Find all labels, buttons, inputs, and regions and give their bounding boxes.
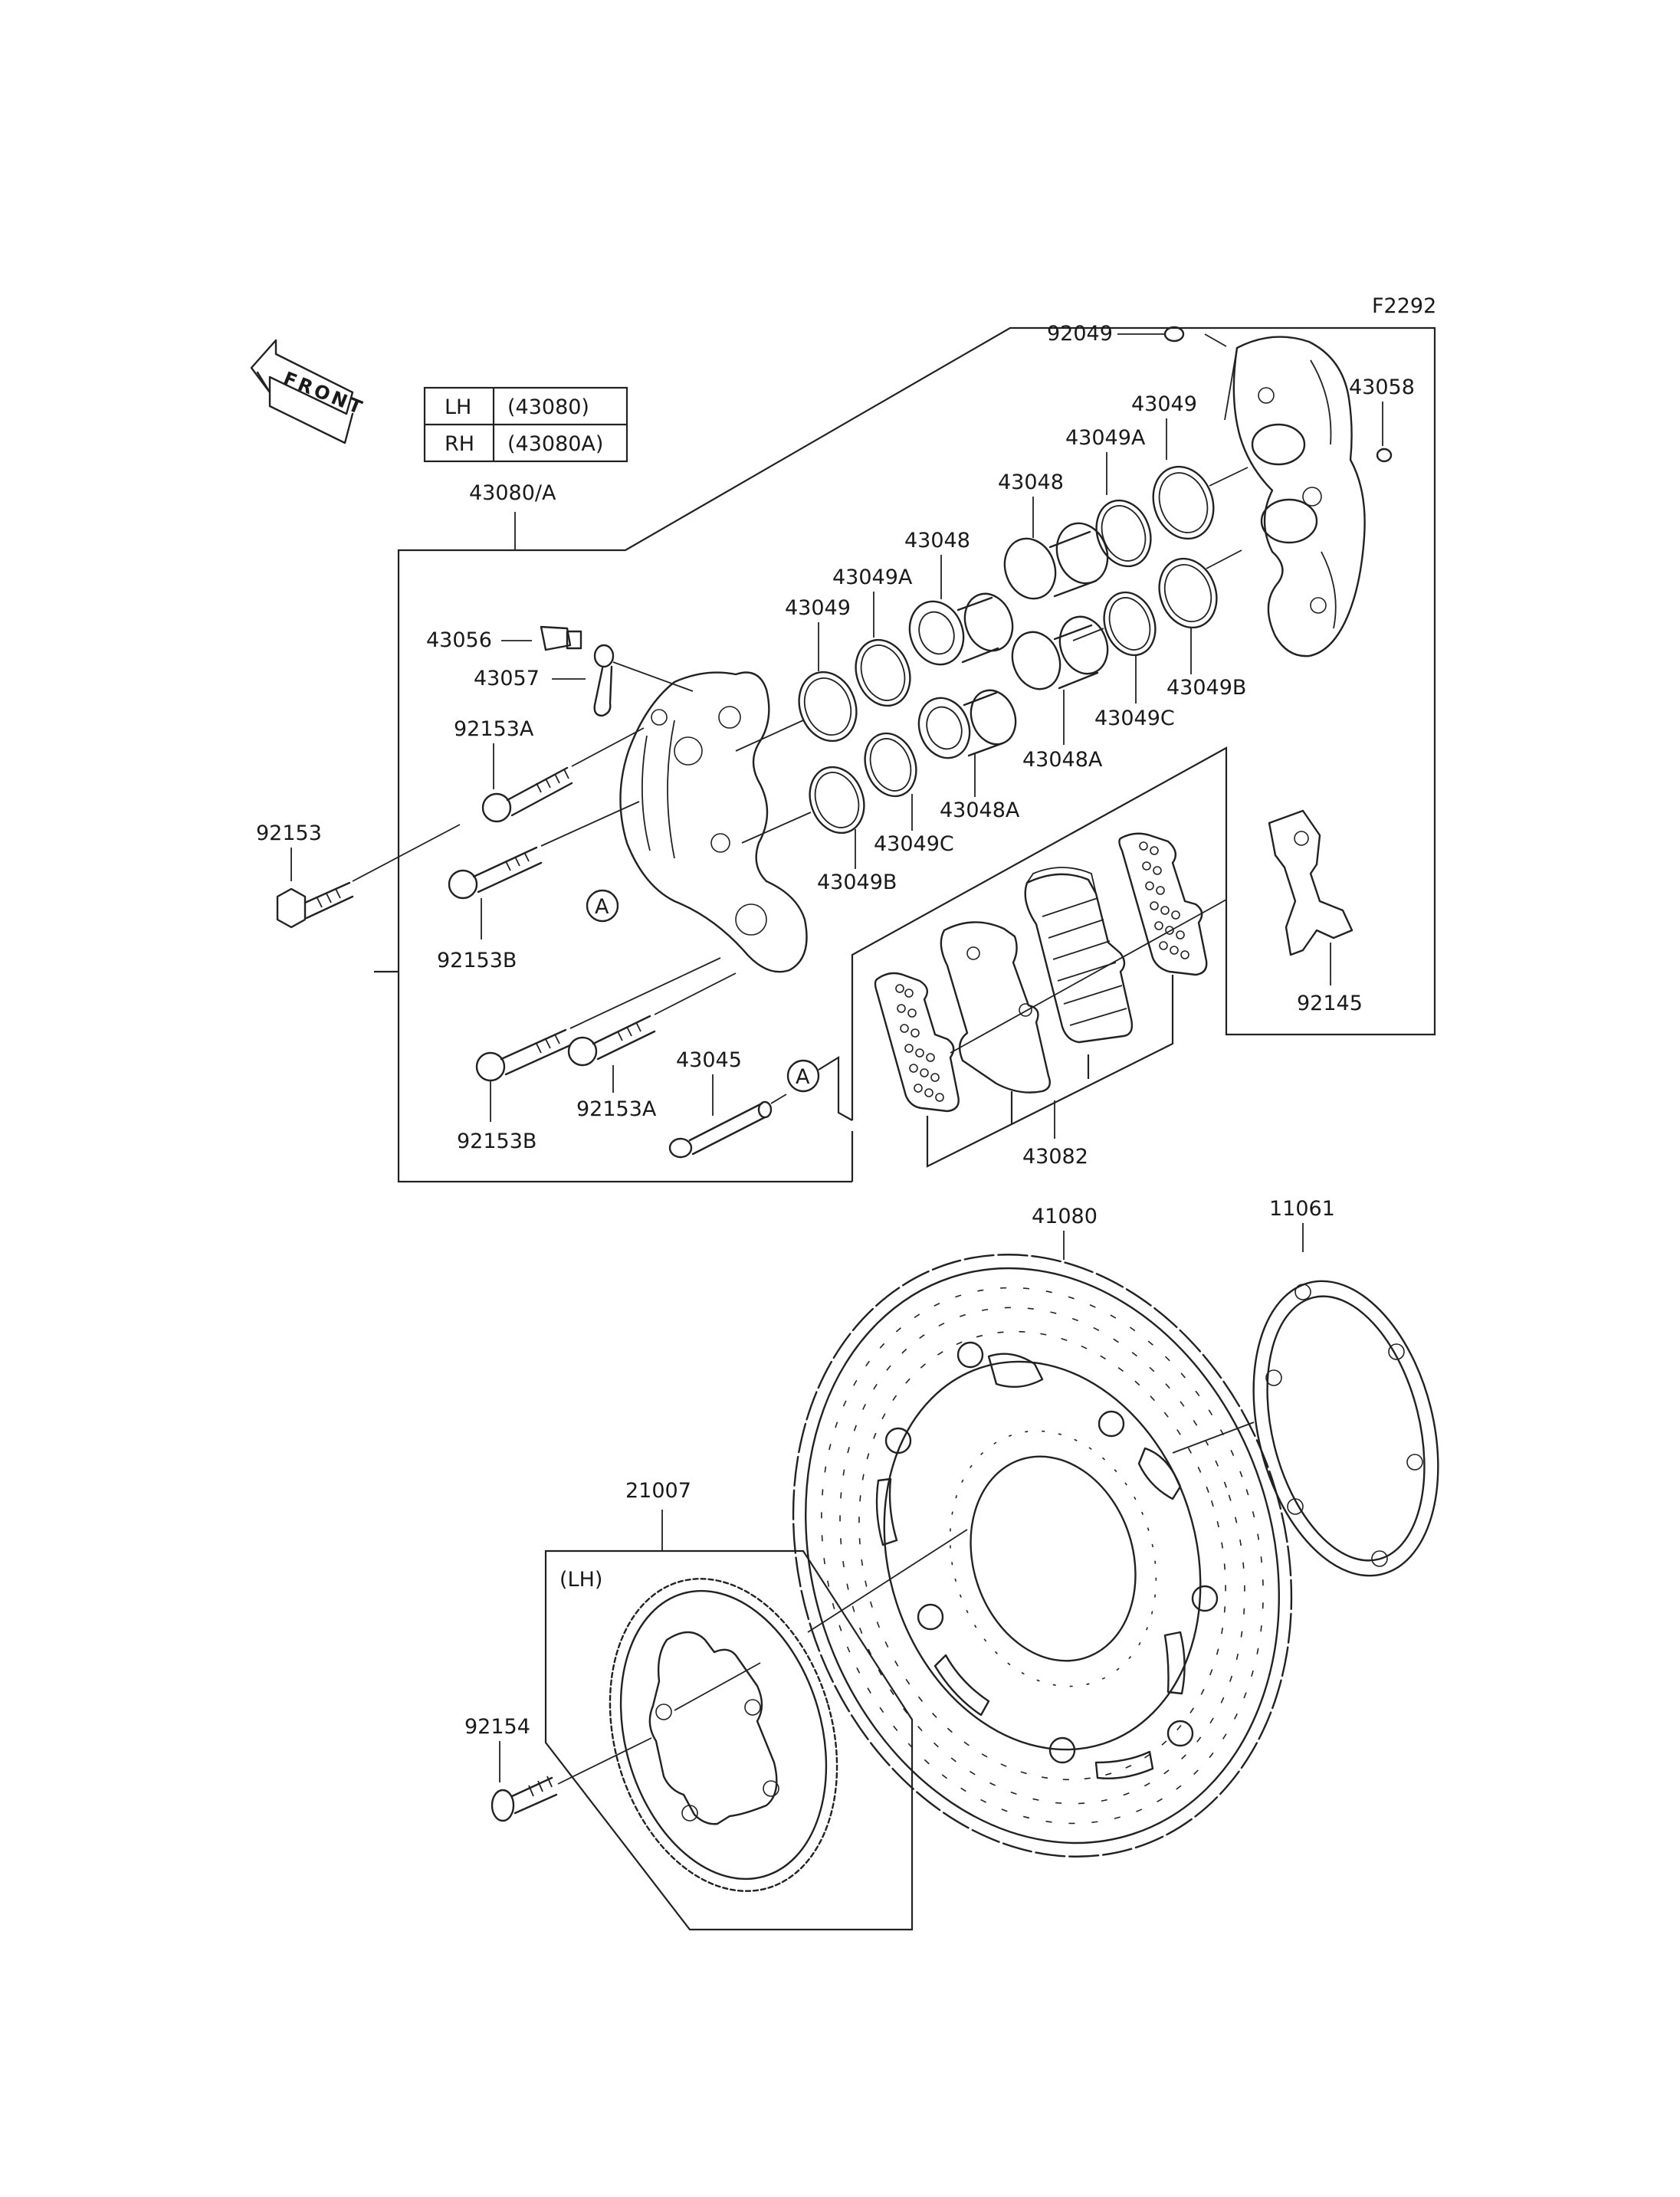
label-41080: 41080 — [1032, 1205, 1098, 1228]
label-43080A: 43080/A — [469, 481, 556, 505]
label-43049B-right: 43049B — [1166, 676, 1246, 700]
label-92153: 92153 — [256, 821, 322, 845]
label-21007: 21007 — [625, 1479, 691, 1503]
caliper-outer-half — [1232, 336, 1366, 657]
label-43048A-left: 43048A — [940, 798, 1020, 822]
ref-a-marker-caliper — [586, 889, 619, 923]
label-92153A-top: 92153A — [454, 717, 534, 741]
label-92153A-bottom: 92153A — [576, 1097, 657, 1121]
ref-a-marker-pin — [786, 1059, 820, 1093]
variant-part-rh: (43080A) — [507, 432, 603, 456]
brake-pad-left — [940, 921, 1051, 1094]
label-43048A-right: 43048A — [1022, 748, 1103, 772]
piston-43048A-left — [917, 689, 1017, 759]
label-43049-left: 43049 — [785, 596, 851, 620]
bolt-92153B-bottom — [475, 1028, 572, 1082]
gasket-11061 — [1252, 1280, 1439, 1577]
bleeder-cap-43057 — [593, 644, 615, 717]
label-43049C-left: 43049C — [874, 832, 954, 856]
o-ring-43058 — [1376, 448, 1393, 463]
label-43057: 43057 — [474, 667, 540, 690]
label-43049-right: 43049 — [1131, 392, 1197, 416]
front-arrow-icon: FRONT — [250, 339, 368, 444]
label-92049: 92049 — [1047, 322, 1113, 346]
variant-part-lh: (43080) — [507, 395, 589, 419]
label-43082: 43082 — [1022, 1145, 1088, 1169]
abs-rotor-21007 — [609, 1578, 838, 1892]
bolt-92153A-bottom — [567, 1015, 656, 1067]
variant-table: LH (43080) RH (43080A) — [423, 386, 628, 463]
bolt-92153A-top — [481, 766, 573, 823]
caliper-inner-half — [619, 671, 808, 973]
lh-note: (LH) — [559, 1568, 602, 1592]
label-43056: 43056 — [426, 628, 492, 652]
label-43048-right: 43048 — [998, 471, 1064, 494]
bolt-92153B-top — [448, 846, 543, 900]
ref-a-caliper-label: A — [595, 895, 609, 919]
piston-43048-right — [1003, 522, 1109, 600]
bolt-92153 — [276, 881, 354, 929]
label-43048-left: 43048 — [904, 529, 970, 553]
label-43049A-left: 43049A — [832, 566, 913, 589]
piston-43048A-right — [1011, 615, 1109, 690]
ref-a-pin-label: A — [796, 1065, 810, 1089]
label-43058: 43058 — [1349, 375, 1415, 399]
figure-code: F2292 — [1372, 294, 1436, 318]
pad-pin-43045 — [668, 1100, 773, 1159]
screw-92154 — [491, 1776, 558, 1822]
pad-shim-left — [874, 972, 960, 1113]
label-92153B-bottom: 92153B — [457, 1130, 536, 1153]
piston-43048-left — [908, 592, 1014, 666]
brake-pad-right — [1024, 867, 1134, 1044]
label-92154: 92154 — [464, 1715, 530, 1739]
brake-disc-41080 — [792, 1254, 1293, 1858]
pad-shim-right — [1118, 832, 1208, 976]
label-43045: 43045 — [676, 1048, 742, 1072]
variant-side-rh: RH — [445, 432, 474, 456]
label-92153B-top: 92153B — [437, 949, 517, 972]
bleeder-valve-43056 — [540, 625, 582, 651]
label-11061: 11061 — [1269, 1197, 1335, 1221]
label-43049B-left: 43049B — [817, 871, 897, 894]
label-43049A-right: 43049A — [1065, 426, 1146, 450]
bleeder-cap-92049 — [1163, 326, 1185, 343]
variant-side-lh: LH — [445, 395, 471, 419]
pad-spring-92145 — [1268, 809, 1354, 956]
label-92145: 92145 — [1297, 992, 1363, 1015]
label-43049C-right: 43049C — [1094, 707, 1175, 730]
front-arrow-label: FRONT — [281, 368, 368, 420]
